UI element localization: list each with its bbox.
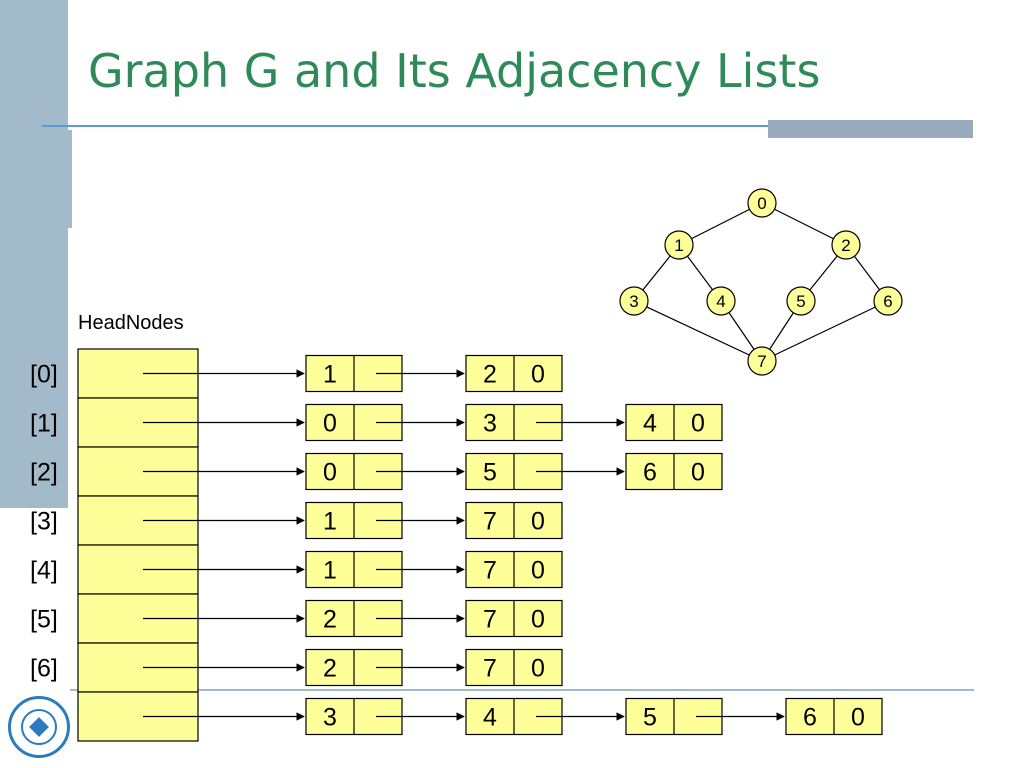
link-cell-6-1: 0 [531,655,545,683]
vertex-cell-3-0: 1 [323,508,337,536]
bottom-rule [70,689,974,691]
vertex-cell-5-0: 2 [323,606,337,634]
graph-node-label-3: 3 [629,292,638,311]
link-cell-0-1: 0 [531,361,545,389]
index-label-1: [1] [30,410,58,438]
link-cell-4-1: 0 [531,557,545,585]
vertex-cell-1-1: 3 [483,410,497,438]
graph-nodes: 0 1 2 3 4 5 6 7 [619,188,903,376]
headnode-5 [77,593,199,644]
index-label-3: [3] [30,508,58,536]
graph-node-4 [706,286,736,316]
graph-node-label-0: 0 [757,194,766,213]
graph-node-6 [873,286,903,316]
graph-node-0 [747,188,777,218]
graph-node-label-1: 1 [674,236,683,255]
graph-node-label-2: 2 [841,236,850,255]
headnodes-label: HeadNodes [78,312,184,334]
graph-edge-6-7 [761,300,889,362]
vertex-cell-2-2: 6 [643,459,657,487]
link-cell-2-2: 0 [691,459,705,487]
vertex-cell-4-1: 7 [483,557,497,585]
vertex-cell-7-1: 4 [483,704,497,732]
graph-node-label-4: 4 [716,292,725,311]
link-cell-5-1: 0 [531,606,545,634]
graph-node-2 [831,230,861,260]
link-cell-3-1: 0 [531,508,545,536]
headnodes-column [77,348,199,742]
index-label-5: [5] [30,606,58,634]
graph-edges [633,202,889,362]
vertex-cell-5-1: 7 [483,606,497,634]
index-column: [0][1][2][3][4][5][6][7 [30,361,58,732]
university-seal-icon [8,696,70,758]
graph-node-label-6: 6 [883,292,892,311]
index-label-6: [6] [30,655,58,683]
title-accent-bar [768,120,973,138]
graph-node-5 [786,286,816,316]
adjacency-list-rows: 1 2 0 0 3 4 0 0 5 6 0 1 7 0 1 7 0 2 7 0 2 7 0 3 4 5 6 0 [143,354,883,736]
left-accent-bar [0,0,68,508]
vertex-cell-6-1: 7 [483,655,497,683]
left-accent-strip [68,130,72,228]
slide-title: Graph G and Its Adjacency Lists [88,44,821,98]
seal-emblem [21,709,57,745]
graph-node-label-7: 7 [757,352,766,371]
vertex-cell-2-0: 0 [323,459,337,487]
graph-node-3 [619,286,649,316]
graph-edge-3-7 [633,300,763,362]
link-cell-1-2: 0 [691,410,705,438]
graph-edge-0-2 [761,202,847,246]
vertex-cell-3-1: 7 [483,508,497,536]
vertex-cell-2-1: 5 [483,459,497,487]
graph-node-1 [664,230,694,260]
vertex-cell-0-1: 2 [483,361,497,389]
title-rule [42,125,972,127]
vertex-cell-4-0: 1 [323,557,337,585]
vertex-cell-1-0: 0 [323,410,337,438]
vertex-cell-7-2: 5 [643,704,657,732]
index-label-0: [0] [30,361,58,389]
graph-node-7 [747,346,777,376]
vertex-cell-6-0: 2 [323,655,337,683]
index-label-4: [4] [30,557,58,585]
graph-edge-0-1 [678,202,763,246]
vertex-cell-7-0: 3 [323,704,337,732]
vertex-cell-7-3: 6 [803,704,817,732]
vertex-cell-0-0: 1 [323,361,337,389]
vertex-cell-1-2: 4 [643,410,657,438]
graph-node-label-5: 5 [796,292,805,311]
link-cell-7-3: 0 [851,704,865,732]
index-label-2: [2] [30,459,58,487]
